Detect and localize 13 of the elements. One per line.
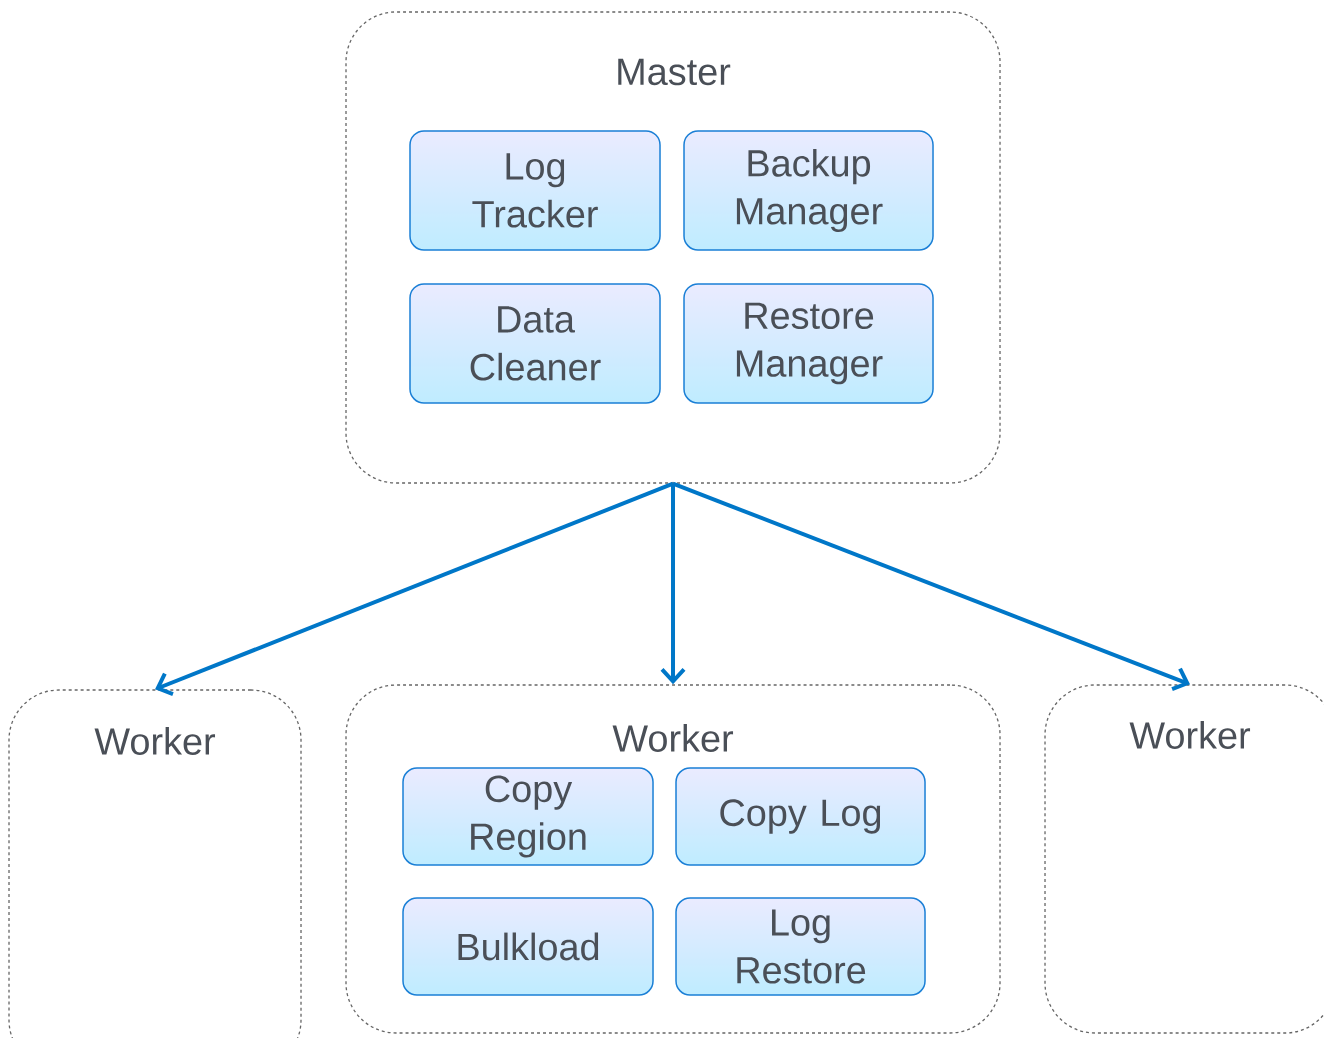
component-box: Restore Manager	[683, 283, 934, 404]
component-box: Data Cleaner	[409, 283, 661, 404]
component-box: Copy Log	[675, 767, 926, 866]
arrow	[155, 481, 674, 696]
component-box: Bulkload	[402, 897, 654, 996]
group-box: Worker	[8, 689, 302, 1038]
component-box: Copy Region	[402, 767, 654, 866]
component-box: Log Restore	[675, 897, 926, 996]
component-box: Backup Manager	[683, 130, 934, 251]
arrow	[660, 483, 686, 685]
group-box: Worker	[1044, 684, 1324, 1034]
arrow	[672, 481, 1190, 692]
component-box: Log Tracker	[409, 130, 661, 251]
